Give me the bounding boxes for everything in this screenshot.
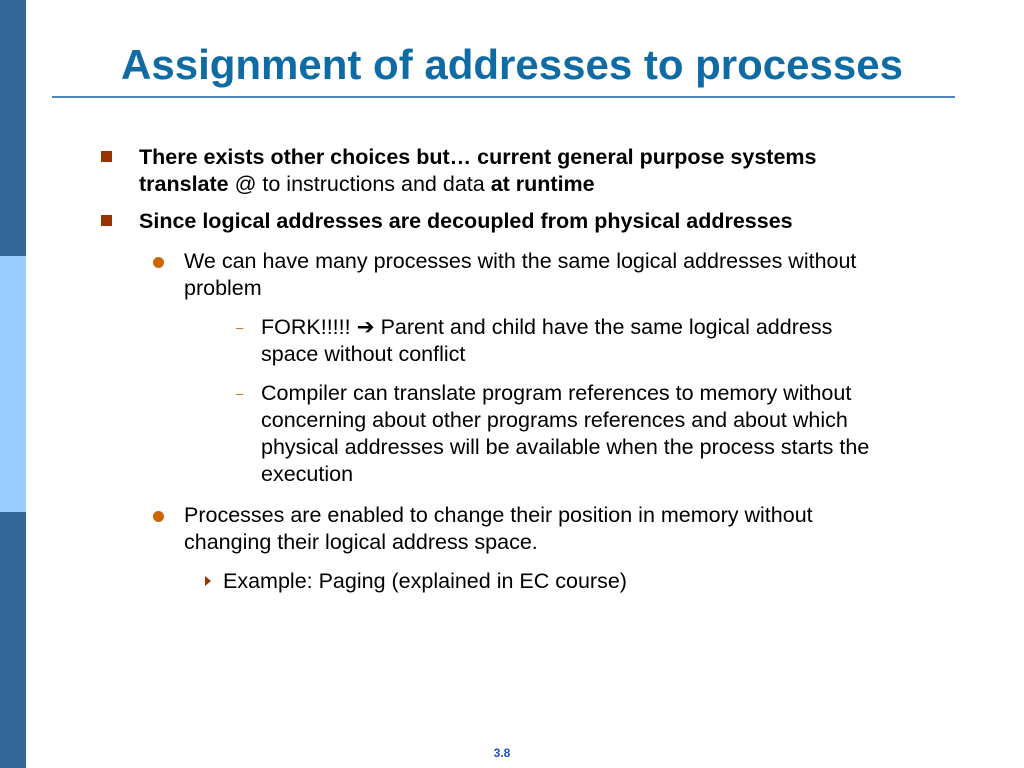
bullet-item-2-1-line2: problem <box>184 276 262 300</box>
bullet-item-1-line2: translate @ to instructions and data at … <box>139 171 816 198</box>
fork-rest: Parent and child have the same logical a… <box>374 315 833 339</box>
dash-bullet-icon: – <box>236 320 244 335</box>
bullet-item-1-mid: @ to instructions and data <box>228 172 491 196</box>
bullet-item-2-2-line1: Processes are enabled to change their po… <box>184 503 813 527</box>
bullet-item-1-bold-translate: translate <box>139 172 229 196</box>
slide-title: Assignment of addresses to processes <box>121 41 903 88</box>
dash-bullet-icon: – <box>236 386 244 401</box>
dot-bullet-icon <box>153 257 164 268</box>
sidebar-decoration <box>0 0 26 768</box>
fork-text: FORK!!!!! <box>261 315 357 339</box>
bullet-item-2-1-2: Compiler can translate program reference… <box>261 380 869 488</box>
slide-number: 3.8 <box>493 746 511 760</box>
bullet-item-2-1-1: FORK!!!!! ➔ Parent and child have the sa… <box>261 314 832 368</box>
sidebar-segment-middle <box>0 256 26 512</box>
bullet-item-2-2: Processes are enabled to change their po… <box>184 502 813 556</box>
right-arrow-icon: ➔ <box>356 315 375 340</box>
bullet-item-2-1-1-line1: FORK!!!!! ➔ Parent and child have the sa… <box>261 314 832 341</box>
bullet-item-2-2-1: Example: Paging (explained in EC course) <box>223 569 627 593</box>
title-underline <box>52 96 955 98</box>
bullet-item-1: There exists other choices but… current … <box>139 144 816 198</box>
bullet-item-2-1-2-line3: physical addresses will be available whe… <box>261 435 870 459</box>
bullet-item-2-1-2-line1: Compiler can translate program reference… <box>261 381 852 405</box>
bullet-item-2-1-line1: We can have many processes with the same… <box>184 249 857 273</box>
square-bullet-icon <box>101 151 112 162</box>
triangle-bullet-icon <box>205 576 211 586</box>
bullet-item-2-1-2-line2: concerning about other programs referenc… <box>261 408 848 432</box>
sidebar-segment-bottom <box>0 512 26 768</box>
bullet-item-2-1-1-line2: space without conflict <box>261 342 466 366</box>
bullet-item-1-line1: There exists other choices but… current … <box>139 145 817 169</box>
square-bullet-icon <box>101 215 112 226</box>
sidebar-segment-top <box>0 0 26 256</box>
bullet-item-1-bold-runtime: at runtime <box>490 172 595 196</box>
bullet-item-2: Since logical addresses are decoupled fr… <box>139 209 793 233</box>
bullet-item-2-2-line2: changing their logical address space. <box>184 530 538 554</box>
dot-bullet-icon <box>153 511 164 522</box>
bullet-item-2-1-2-line4: execution <box>261 462 354 486</box>
bullet-item-2-1: We can have many processes with the same… <box>184 248 856 302</box>
